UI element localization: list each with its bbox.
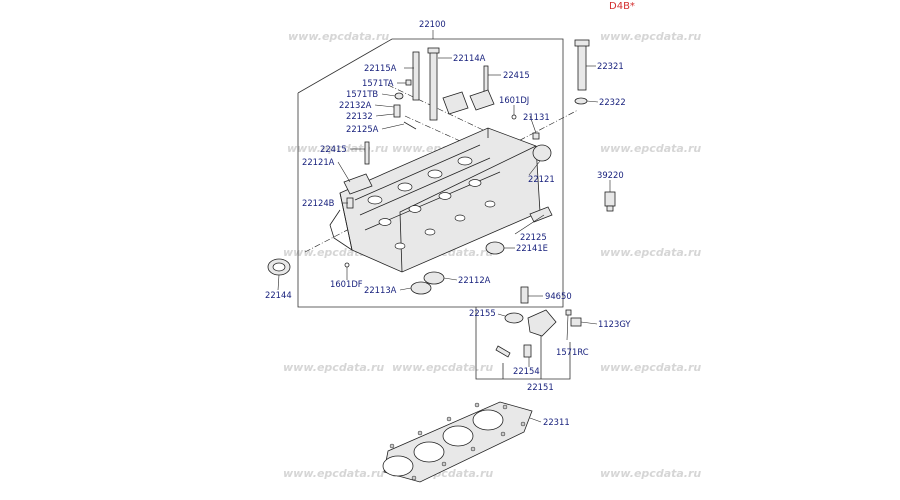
watermark-text: www.epcdata.ru [287,142,388,155]
part-label[interactable]: 22151 [527,382,554,392]
part-label[interactable]: 22100 [419,19,446,29]
watermark-text: www.epcdata.ru [600,30,701,43]
part-label[interactable]: 22144 [265,290,292,300]
part-label[interactable]: 21131 [523,112,550,122]
watermark-text: www.epcdata.ru [283,467,384,480]
assembly-frame [297,38,571,380]
part-label[interactable]: 22415 [320,144,347,154]
watermark-text: www.epcdata.ru [288,30,389,43]
part-label[interactable]: 22132 [346,111,373,121]
part-label[interactable]: 22154 [513,366,540,376]
parts-top [267,39,616,295]
watermark-text: www.epcdata.ru [600,246,701,259]
part-label[interactable]: 1123GY [598,319,631,329]
part-label[interactable]: 22115A [364,63,397,73]
head-gasket [382,401,533,483]
part-label[interactable]: 22112A [458,275,491,285]
part-label[interactable]: 22311 [543,417,570,427]
part-label[interactable]: 39220 [597,170,624,180]
part-label[interactable]: 22113A [364,285,397,295]
model-code: D4B* [609,1,635,12]
watermark-text: www.epcdata.ru [600,361,701,374]
part-label[interactable]: 22114A [453,53,486,63]
part-label[interactable]: 1571TB [346,89,378,99]
part-label[interactable]: 1601DF [330,279,363,289]
part-label[interactable]: 22121A [302,157,335,167]
part-label[interactable]: 22321 [597,61,624,71]
part-label[interactable]: 1571TA [362,78,394,88]
parts-bottom [495,286,582,358]
part-label[interactable]: 1601DJ [499,95,529,105]
watermark-text: www.epcdata.ru [600,467,701,480]
part-label[interactable]: 94650 [545,291,572,301]
watermark-text: www.epcdata.ru [392,361,493,374]
part-label[interactable]: 22155 [469,308,496,318]
part-label[interactable]: 22141E [516,243,548,253]
watermark-text: www.epcdata.ru [600,142,701,155]
part-label[interactable]: 22322 [599,97,626,107]
part-label[interactable]: 22125 [520,232,547,242]
leader-lines [277,30,611,423]
part-label[interactable]: 22132A [339,100,372,110]
part-label[interactable]: 1571RC [556,347,589,357]
part-label[interactable]: 22124B [302,198,335,208]
part-label[interactable]: 22415 [503,70,530,80]
part-label[interactable]: 22121 [528,174,555,184]
watermark-text: www.epcdata.ru [283,361,384,374]
part-label[interactable]: 22125A [346,124,379,134]
part-labels: 22100 22115A 22114A 22415 1571TA 1571TB … [265,19,631,427]
